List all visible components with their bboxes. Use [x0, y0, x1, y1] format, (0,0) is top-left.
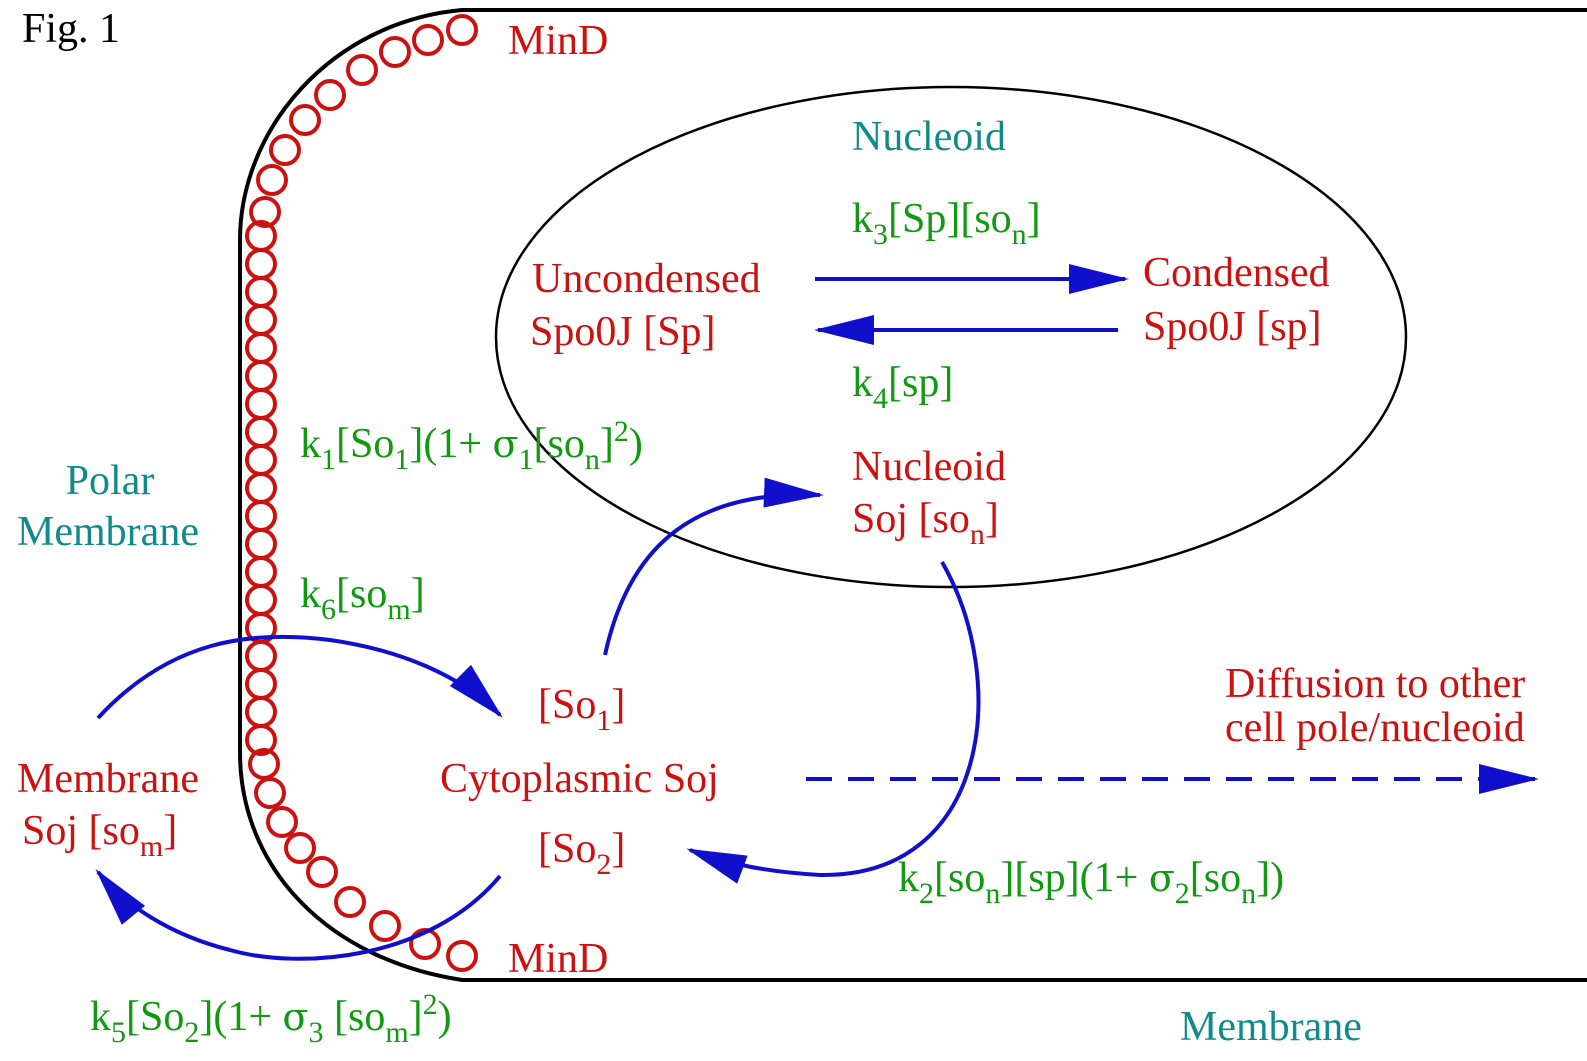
mind-ring [245, 332, 277, 364]
mind-ring [245, 556, 277, 588]
mind-ring [245, 444, 277, 476]
polar-membrane-label-line2: Membrane [17, 509, 199, 555]
nucleoid-soj-line2: Soj [son] [852, 496, 999, 551]
membrane-soj-line2: Soj [som] [22, 808, 177, 863]
mind-bottom-label: MinD [508, 936, 608, 982]
mind-ring [249, 196, 281, 228]
mind-ring [245, 360, 277, 392]
mind-ring [245, 388, 277, 420]
k3-rate-label: k3[Sp][son] [852, 196, 1041, 251]
uncondensed-label-line1: Uncondensed [532, 256, 761, 302]
mind-ring [245, 500, 277, 532]
k5-arrow [95, 868, 502, 961]
mind-ring [346, 54, 378, 86]
mind-ring [245, 416, 277, 448]
so2-label: [So2] [538, 826, 625, 881]
mind-ring [266, 806, 298, 838]
mind-ring [306, 856, 338, 888]
condensed-label-line1: Condensed [1143, 250, 1330, 296]
diffusion-label-line2: cell pole/nucleoid [1225, 705, 1525, 751]
mind-ring [379, 36, 411, 68]
mind-ring [412, 24, 444, 56]
uncondensed-label-line2: Spo0J [Sp] [530, 309, 716, 355]
cell-outline [238, 8, 1587, 982]
polar-membrane-label-line1: Polar [66, 458, 155, 504]
membrane-region-label: Membrane [1180, 1004, 1362, 1050]
k2-rate-label: k2[son][sp](1+ σ2[son]) [898, 855, 1284, 910]
mind-ring [245, 248, 277, 280]
mind-ring [369, 910, 401, 942]
cytoplasmic-soj-label: Cytoplasmic Soj [440, 756, 719, 802]
nucleoid-ellipse [494, 85, 1408, 589]
mind-ring [446, 14, 478, 46]
mind-ring [245, 472, 277, 504]
mind-ring [245, 640, 277, 672]
figure-label: Fig. 1 [22, 6, 120, 52]
condensed-label-line2: Spo0J [sp] [1143, 304, 1322, 350]
k1-arrow [603, 477, 824, 656]
nucleoid-region-label: Nucleoid [852, 114, 1006, 160]
mind-ring [248, 748, 280, 780]
k2-arrow [686, 561, 981, 884]
mind-ring [446, 940, 478, 972]
k5-rate-label: k5[So2](1+ σ3 [som]2) [90, 988, 452, 1049]
mind-top-label: MinD [508, 18, 608, 64]
mind-ring [334, 886, 366, 918]
k1-rate-label: k1[So1](1+ σ1[son]2) [300, 415, 643, 476]
mind-ring-group [245, 14, 478, 972]
diffusion-label-line1: Diffusion to other [1225, 661, 1525, 707]
k4-rate-label: k4[sp] [852, 360, 953, 415]
mind-ring [245, 724, 277, 756]
mind-ring [409, 928, 441, 960]
mind-ring [254, 777, 286, 809]
membrane-soj-line1: Membrane [17, 756, 199, 802]
mind-ring [256, 164, 288, 196]
k6-rate-label: k6[som] [300, 571, 425, 626]
nucleoid-soj-line1: Nucleoid [852, 444, 1006, 490]
mind-ring [289, 104, 321, 136]
mind-ring [269, 134, 301, 166]
so1-label: [So1] [538, 682, 625, 737]
mind-ring [245, 304, 277, 336]
mind-ring [314, 79, 346, 111]
k6-arrow [96, 634, 503, 720]
mind-ring [245, 276, 277, 308]
mind-ring [245, 584, 277, 616]
mind-ring [284, 832, 316, 864]
mind-ring [245, 528, 277, 560]
mind-ring [245, 696, 277, 728]
mind-ring [245, 668, 277, 700]
